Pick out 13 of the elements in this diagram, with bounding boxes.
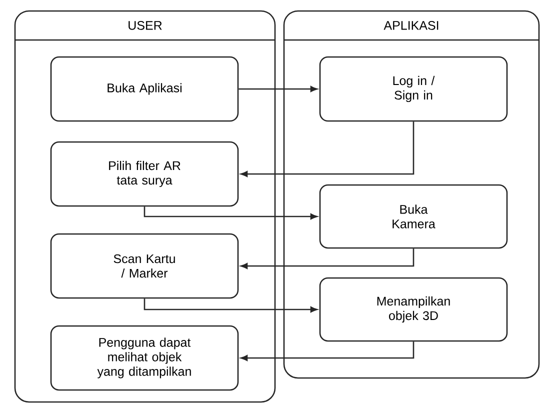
- arrow: [144, 206, 318, 220]
- process-box: Log in / Sign in: [319, 56, 508, 122]
- process-box: Buka Aplikasi: [50, 56, 239, 122]
- process-box: Pilih filter AR tata surya: [50, 141, 239, 207]
- process-box: Scan Kartu / Marker: [50, 233, 239, 299]
- arrow: [144, 298, 318, 312]
- arrow: [238, 86, 318, 92]
- process-box: Menampilkan objek 3D: [319, 277, 508, 342]
- process-box: Pengguna dapat melihat objek yang ditampilkan: [50, 325, 239, 391]
- process-box: Buka Kamera: [319, 184, 508, 249]
- arrow: [240, 342, 414, 361]
- arrow: [240, 248, 414, 269]
- arrow: [240, 122, 414, 177]
